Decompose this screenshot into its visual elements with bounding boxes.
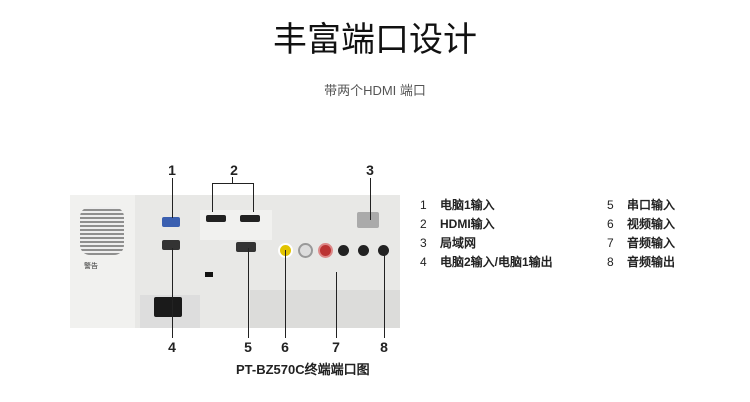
serial-port xyxy=(236,242,256,252)
callout-6: 6 xyxy=(281,339,289,355)
callout-line-1 xyxy=(172,178,173,218)
callout-4: 4 xyxy=(168,339,176,355)
callout-3: 3 xyxy=(366,162,374,178)
callout-line-2 xyxy=(232,177,233,183)
callout-bracket-2 xyxy=(212,183,254,212)
callout-8: 8 xyxy=(380,339,388,355)
warning-label: 警告 xyxy=(84,263,98,270)
page-subtitle: 带两个HDMI 端口 xyxy=(324,83,426,98)
lan-port xyxy=(357,212,379,228)
diagram-caption: PT-BZ570C终端端口图 xyxy=(236,362,370,377)
vga-port-1 xyxy=(162,217,180,227)
audio-in-white-jack xyxy=(298,243,313,258)
callout-line-5 xyxy=(248,248,249,338)
callout-5: 5 xyxy=(244,339,252,355)
vent-grille xyxy=(80,207,124,255)
audio-jack-b xyxy=(358,245,369,256)
stand-base xyxy=(250,290,400,328)
callout-2: 2 xyxy=(230,162,238,178)
callout-line-6 xyxy=(285,250,286,338)
page-title: 丰富端口设计 xyxy=(273,20,477,60)
callout-7: 7 xyxy=(332,339,340,355)
projector-rear-panel-photo: 警告 xyxy=(70,195,400,328)
audio-out-jack xyxy=(378,245,389,256)
callout-line-4 xyxy=(172,248,173,338)
callout-line-7 xyxy=(336,272,337,338)
callout-1: 1 xyxy=(168,162,176,178)
hdmi-port-1 xyxy=(206,215,226,222)
callout-line-3 xyxy=(370,178,371,220)
vga-port-2 xyxy=(162,240,180,250)
hdmi-port-2 xyxy=(240,215,260,222)
security-slot xyxy=(205,272,213,277)
power-inlet xyxy=(154,297,182,317)
audio-in-red-jack xyxy=(318,243,333,258)
callout-line-8 xyxy=(384,250,385,338)
audio-jack-a xyxy=(338,245,349,256)
